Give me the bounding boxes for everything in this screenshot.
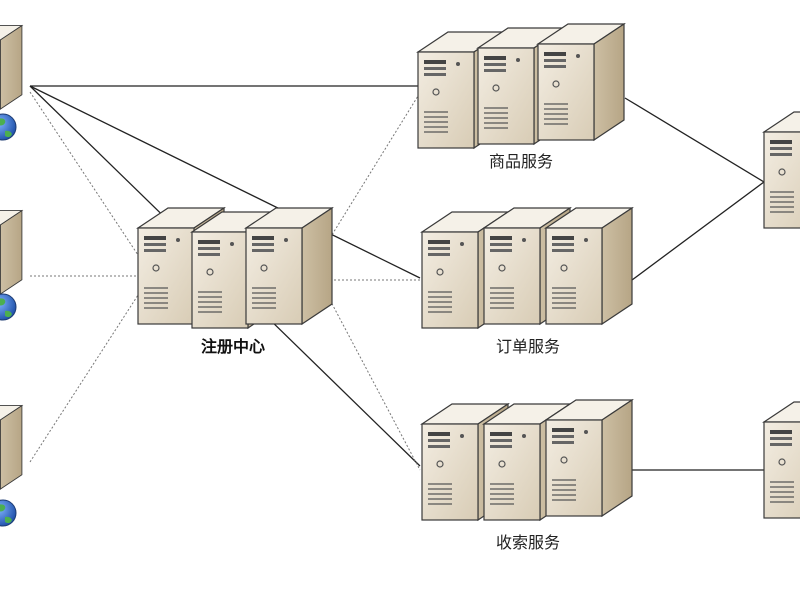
server-tower-icon [0,25,23,110]
globe-icon [0,499,17,527]
right-top-server [763,111,800,229]
order-service-cluster [421,207,633,329]
server-tower-icon [245,207,333,325]
server-tower-icon [545,399,633,517]
product-service-label: 商品服务 [488,152,554,171]
edge-product-to-right-top [624,97,765,183]
registry-label: 注册中心 [200,337,266,356]
product-service-cluster [417,23,625,149]
server-tower-icon [0,405,23,490]
receipt-service-cluster [421,399,633,521]
right-bottom-server [763,401,800,519]
edge-client-top-to-order [29,85,421,279]
server-tower-icon [545,207,633,325]
edge-client-top-to-registry [29,91,141,259]
order-service-label: 订单服务 [495,337,561,356]
registry-cluster [137,207,333,329]
server-tower-icon [763,401,800,519]
edge-order-to-right-top [631,181,765,281]
edge-client-bottom-to-registry [29,291,141,463]
edge-registry-to-product [329,95,419,239]
globe-icon [0,293,17,321]
server-tower-icon [763,111,800,229]
globe-icon [0,113,17,141]
edge-registry-to-receipt [329,299,421,471]
server-tower-icon [537,23,625,141]
server-tower-icon [0,210,23,295]
client-mid [0,210,23,321]
client-bottom [0,405,23,527]
client-top [0,25,23,141]
receipt-service-label: 收索服务 [495,533,561,552]
